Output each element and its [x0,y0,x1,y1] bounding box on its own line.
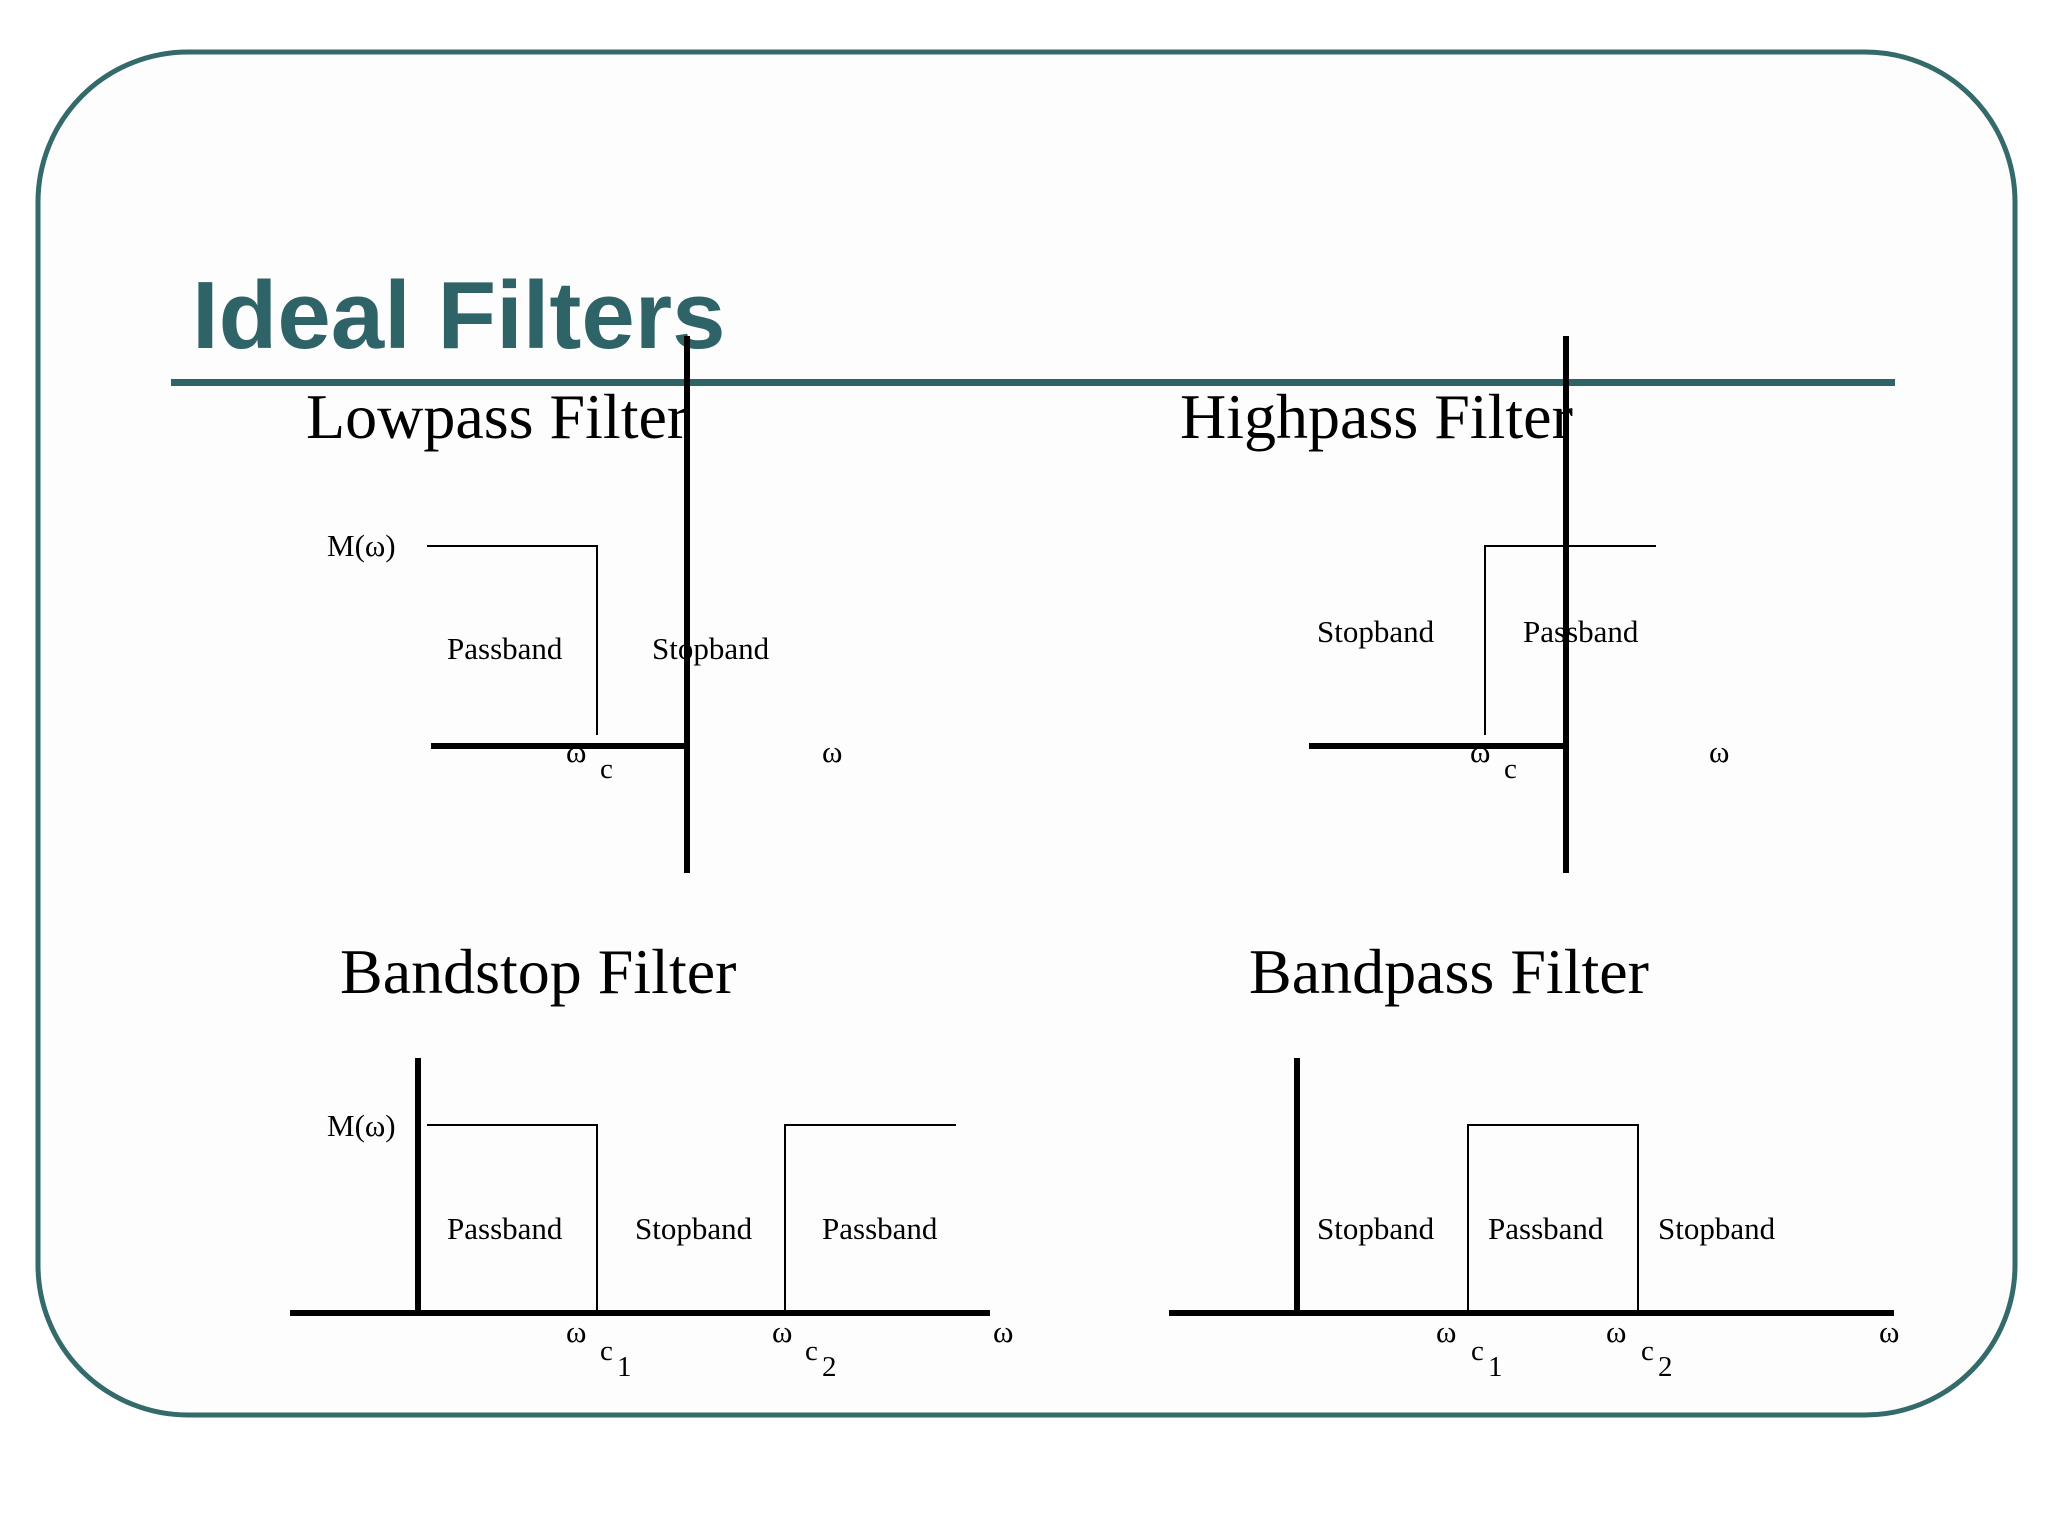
lowpass-band-pass: Passband [447,631,563,666]
bandstop-cutoff1-omega: ω [566,1314,586,1349]
bandstop-x-label: ω [993,1314,1013,1349]
bandstop-y-label: M(ω) [327,1108,396,1143]
lowpass-title: Lowpass Filter [306,381,688,452]
bandstop-band-pass-2: Passband [822,1211,938,1246]
bandpass-x-label: ω [1879,1314,1899,1349]
lowpass-y-label: M(ω) [327,528,396,563]
bandstop-band-pass-1: Passband [447,1211,563,1246]
bandstop-magnitude-left [427,1124,598,1310]
highpass-magnitude-line [1484,545,1656,735]
highpass-cutoff-omega: ω [1470,734,1490,769]
lowpass-magnitude-line [427,545,598,735]
lowpass-cutoff-sub: c [600,753,613,785]
bandpass-band-stop-2: Stopband [1658,1211,1776,1246]
lowpass-cutoff-omega: ω [566,734,586,769]
bandstop-cutoff1-sub: c [600,1335,613,1367]
bandpass-magnitude-line [1467,1124,1639,1310]
bandpass-band-stop-1: Stopband [1317,1211,1435,1246]
highpass-band-stop: Stopband [1317,614,1435,649]
bandpass-cutoff1-sub: c [1471,1335,1484,1367]
bandpass-cutoff2-index: 2 [1658,1351,1673,1383]
bandstop-magnitude-right [784,1124,956,1310]
bandpass-cutoff2-sub: c [1641,1335,1654,1367]
highpass-diagram: Highpass Filter Stopband Passband ω c ω [1180,336,1729,873]
bandpass-diagram: Bandpass Filter Stopband Passband Stopba… [1169,936,1899,1383]
bandstop-cutoff2-sub: c [805,1335,818,1367]
bandpass-cutoff2-omega: ω [1606,1314,1626,1349]
title-underline [171,379,1895,386]
slide-title: Ideal Filters [192,262,726,369]
bandstop-band-stop: Stopband [635,1211,753,1246]
lowpass-band-stop: Stopband [652,631,770,666]
bandstop-title: Bandstop Filter [340,936,736,1007]
bandstop-diagram: Bandstop Filter M(ω) Passband Stopband P… [290,936,1013,1383]
lowpass-x-label: ω [822,734,842,769]
bandpass-cutoff1-omega: ω [1436,1314,1456,1349]
bandstop-cutoff1-index: 1 [617,1351,632,1383]
highpass-title: Highpass Filter [1180,381,1573,452]
bandpass-band-pass: Passband [1488,1211,1604,1246]
highpass-cutoff-sub: c [1504,753,1517,785]
bandstop-cutoff2-omega: ω [772,1314,792,1349]
bandpass-cutoff1-index: 1 [1488,1351,1503,1383]
highpass-x-label: ω [1709,734,1729,769]
highpass-band-pass: Passband [1523,614,1639,649]
bandstop-cutoff2-index: 2 [822,1351,837,1383]
slide-frame [35,49,2018,1418]
lowpass-diagram: Lowpass Filter M(ω) Passband Stopband ω … [306,336,842,873]
bandpass-title: Bandpass Filter [1249,936,1649,1007]
